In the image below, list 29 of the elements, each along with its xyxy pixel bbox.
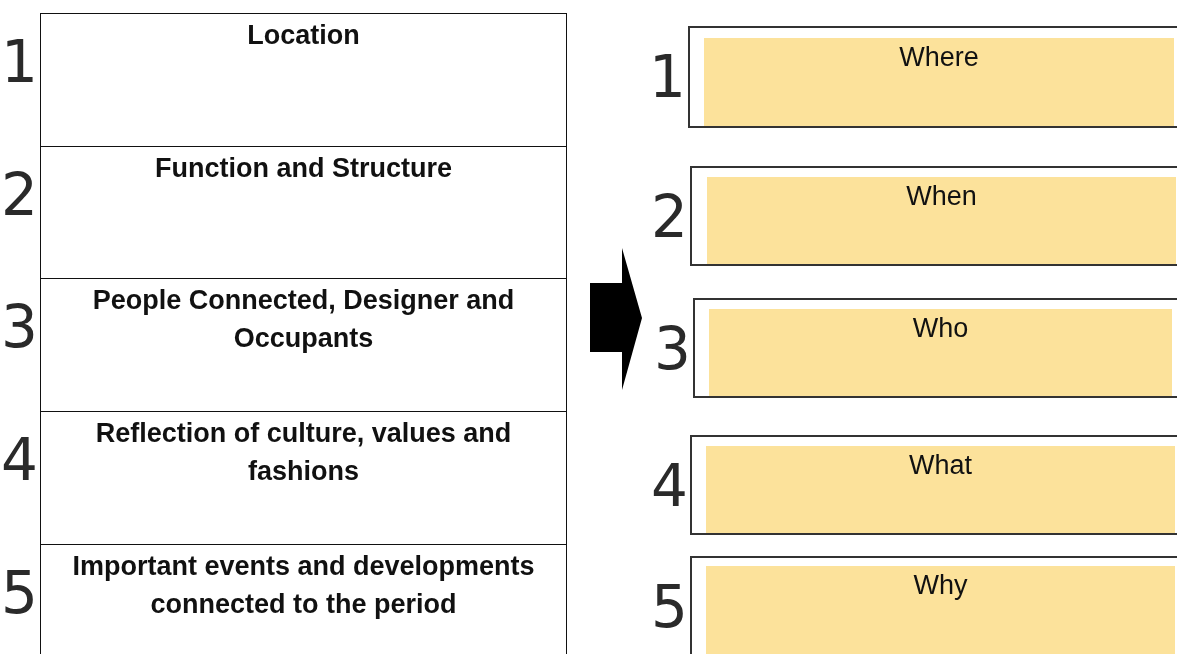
step-number: 5 <box>651 578 688 636</box>
question-word: When <box>906 181 977 212</box>
question-word: Where <box>899 42 979 73</box>
topic-heading: People Connected, Designer and Occupants <box>91 284 516 355</box>
topic-row <box>40 544 567 654</box>
answer-card <box>693 298 1177 398</box>
step-number: 1 <box>649 48 686 106</box>
step-number: 2 <box>651 188 688 246</box>
step-number: 4 <box>1 431 38 489</box>
answer-card <box>688 26 1177 128</box>
topic-heading: Important events and developments connected to the period <box>71 550 536 621</box>
question-word: Who <box>912 313 969 344</box>
step-number: 3 <box>1 298 38 356</box>
topic-row <box>40 13 567 147</box>
topic-row <box>40 411 567 545</box>
topic-heading: Function and Structure <box>155 152 452 185</box>
question-word: What <box>909 450 972 481</box>
topic-row <box>40 278 567 412</box>
step-number: 1 <box>1 33 38 91</box>
topic-heading: Reflection of culture, values and fashions <box>94 417 513 488</box>
topic-row <box>40 146 567 279</box>
question-word: Why <box>913 570 968 601</box>
step-number: 3 <box>654 320 691 378</box>
step-number: 2 <box>1 166 38 224</box>
answer-card <box>690 166 1177 266</box>
answer-card <box>690 435 1177 535</box>
step-number: 4 <box>651 457 688 515</box>
topic-heading: Location <box>247 19 360 52</box>
step-number: 5 <box>1 564 38 622</box>
